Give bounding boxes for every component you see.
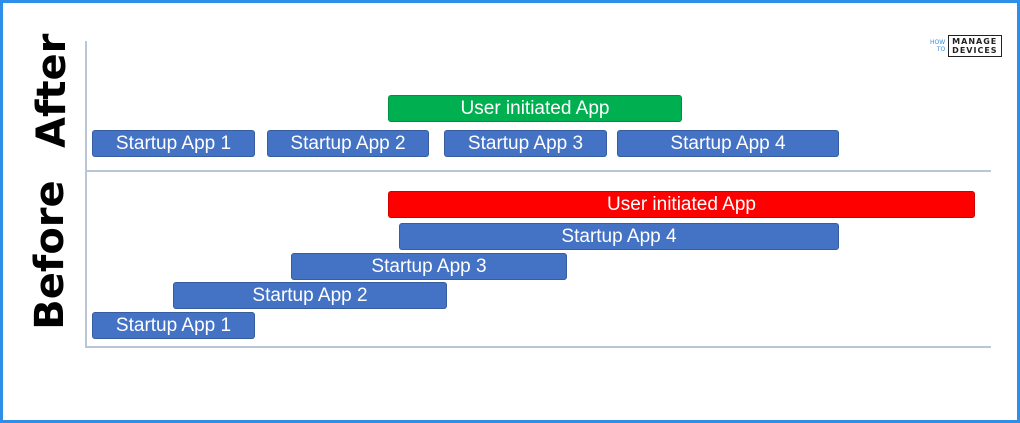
- before-startup-app-3-bar: Startup App 3: [291, 253, 567, 280]
- after-user-initiated-app-bar: User initiated App: [388, 95, 682, 122]
- logo-devices: DEVICES: [952, 46, 998, 55]
- before-user-initiated-app-bar: User initiated App: [388, 191, 975, 218]
- before-startup-app-2-bar: Startup App 2: [173, 282, 447, 309]
- vertical-axis: [85, 41, 87, 348]
- logo-how: HOW: [930, 39, 946, 46]
- how-to-manage-devices-logo: HOW TO MANAGE DEVICES: [930, 35, 1002, 57]
- logo-to: TO: [936, 46, 946, 53]
- section-divider: [85, 170, 991, 172]
- before-label: Before: [27, 180, 73, 330]
- after-startup-app-3-bar: Startup App 3: [444, 130, 607, 157]
- after-startup-app-1-bar: Startup App 1: [92, 130, 255, 157]
- before-startup-app-4-bar: Startup App 4: [399, 223, 839, 250]
- after-startup-app-2-bar: Startup App 2: [267, 130, 429, 157]
- logo-manage: MANAGE: [952, 37, 998, 46]
- logo-left-text: HOW TO: [930, 39, 945, 53]
- logo-box: MANAGE DEVICES: [948, 35, 1002, 57]
- after-startup-app-4-bar: Startup App 4: [617, 130, 839, 157]
- before-startup-app-1-bar: Startup App 1: [92, 312, 255, 339]
- bottom-axis: [85, 346, 991, 348]
- after-label: After: [29, 33, 75, 148]
